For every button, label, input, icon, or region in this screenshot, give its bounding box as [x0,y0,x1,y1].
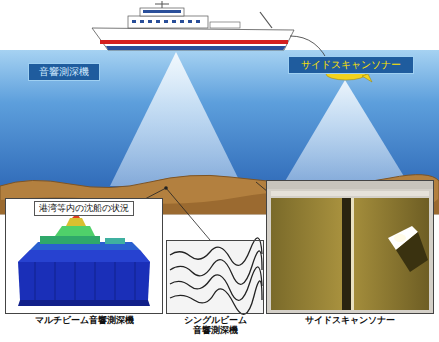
survey-ship [92,1,294,50]
sonar-image-panel: シングルビーム 音響測深機 [166,240,264,314]
echo-trace [170,238,262,314]
sidescan-image [271,198,429,310]
window-titlebar [267,181,433,189]
nadir-strip [342,198,351,310]
image-caption: サイドスキャンソナー [263,315,437,325]
device-label: サイドスキャンソナー [288,56,414,74]
seabed-target [164,186,168,190]
wreck-3d [18,213,150,306]
panel-heading: 港湾等内の沈船の状況 [34,201,134,216]
device-name: サイドスキャンソナー [301,59,401,71]
multibeam-image [6,199,162,313]
device-label: 音響測深機 [28,63,100,81]
sidescan-cone [284,80,408,183]
image-caption: シングルビーム 音響測深機 [163,315,267,335]
wreck-echo [388,226,428,272]
sonar-image-panel: サイドスキャンソナー [266,180,434,314]
sonar-image-panel: 港湾等内の沈船の状況マルチビーム音響測深機 [5,198,163,314]
nadir-edge [351,198,354,310]
window-toolbar [271,191,429,196]
device-name: 音響測深機 [39,66,89,78]
image-caption: マルチビーム音響測深機 [2,315,166,325]
multibeam-cone [110,52,242,186]
sidescan-window [267,181,433,313]
